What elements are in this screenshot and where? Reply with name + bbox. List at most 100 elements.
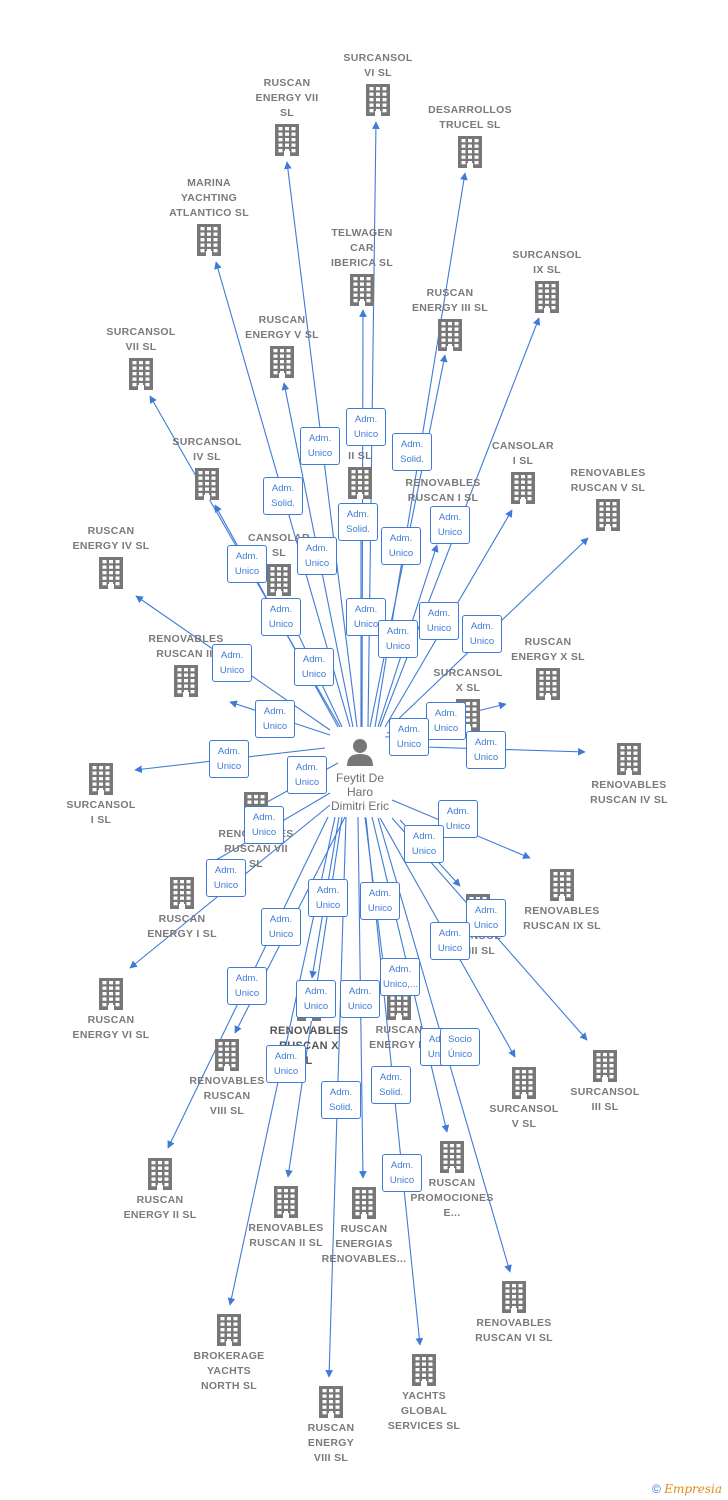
edge-role-label: Adm. Solid. [392, 433, 432, 471]
company-node-renovables-ruscan-vi[interactable]: RENOVABLES RUSCAN VI SL [459, 1280, 569, 1346]
company-node-surcansol-iv[interactable]: SURCANSOL IV SL [152, 435, 262, 501]
edge-role-label: Adm. Unico [378, 620, 418, 658]
building-icon [99, 978, 123, 1010]
edge-role-label: Adm. Unico [426, 702, 466, 740]
company-node-ruscan-energy-x[interactable]: RUSCAN ENERGY X SL [493, 635, 603, 701]
building-icon [502, 1281, 526, 1313]
company-name: RUSCAN ENERGY I SL [147, 913, 217, 940]
company-node-surcansol-i[interactable]: SURCANSOL I SL [46, 762, 156, 828]
company-node-renovables-ruscan-ii[interactable]: RENOVABLES RUSCAN II SL [231, 1185, 341, 1251]
edge-role-label: Adm. Unico [297, 537, 337, 575]
company-node-desarrollos-trucel[interactable]: DESARROLLOS TRUCEL SL [415, 103, 525, 169]
building-icon [350, 274, 374, 306]
company-node-cansolar-ii[interactable]: CANSOLAR SL [224, 531, 334, 597]
company-node-renovables-ruscan-iv[interactable]: RENOVABLES RUSCAN IV SL [574, 742, 684, 808]
company-node-renovables-ruscan-viii[interactable]: RENOVABLES RUSCAN VIII SL [172, 1038, 282, 1119]
company-name: RUSCAN ENERGY III SL [411, 287, 489, 314]
company-name: RUSCAN ENERGY X SL [511, 636, 585, 663]
company-node-brokerage-yachts[interactable]: BROKERAGE YACHTS NORTH SL [174, 1313, 284, 1394]
edge-role-label: Adm. Unico [360, 882, 400, 920]
copyright-symbol: © [652, 1482, 661, 1496]
company-node-ruscan-energy-iv[interactable]: RUSCAN ENERGY IV SL [56, 524, 166, 590]
company-name: RUSCAN ENERGY VI SL [72, 1014, 150, 1041]
edge-role-label: Adm. Solid. [321, 1081, 361, 1119]
building-icon [197, 224, 221, 256]
company-node-surcansol-vi[interactable]: SURCANSOL VI SL [323, 51, 433, 117]
company-node-cansolar-i[interactable]: CANSOLAR I SL [468, 439, 578, 505]
building-icon [536, 668, 560, 700]
company-name: SURCANSOL X SL [433, 667, 503, 694]
company-node-ruscan-energy-v[interactable]: RUSCAN ENERGY V SL [227, 313, 337, 379]
building-icon [440, 1141, 464, 1173]
person-icon [347, 739, 373, 766]
company-name: RENOVABLES RUSCAN VI SL [475, 1317, 553, 1344]
building-icon [170, 877, 194, 909]
company-node-yachts-global[interactable]: YACHTS GLOBAL SERVICES SL [369, 1353, 479, 1434]
edge-role-label: Adm. Unico [462, 615, 502, 653]
company-name: CANSOLAR SL [248, 532, 310, 559]
company-node-renovables-ruscan-iii[interactable]: RENOVABLES RUSCAN III [131, 632, 241, 698]
company-node-marina-yachting[interactable]: MARINA YACHTING ATLANTICO SL [154, 176, 264, 257]
company-node-surcansol-ix[interactable]: SURCANSOL IX SL [492, 248, 602, 314]
company-name: BROKERAGE YACHTS NORTH SL [193, 1350, 265, 1392]
building-icon [148, 1158, 172, 1190]
company-node-surcansol-x[interactable]: SURCANSOL X SL [413, 666, 523, 732]
building-icon [267, 564, 291, 596]
company-name: RUSCAN ENERGY VIII SL [307, 1422, 355, 1464]
company-node-ruscan-energy-iii[interactable]: RUSCAN ENERGY III SL [395, 286, 505, 352]
edge-role-label: Adm. Unico [308, 879, 348, 917]
edge-role-label: Adm. Unico [266, 1045, 306, 1083]
company-name: RENOVABLES RUSCAN VIII SL [189, 1075, 265, 1117]
company-node-ruscan-energias[interactable]: RUSCAN ENERGIAS RENOVABLES... [309, 1186, 419, 1267]
company-name: SURCANSOL IV SL [172, 436, 242, 463]
company-name: SURCANSOL I SL [66, 799, 136, 826]
company-node-ruscan-energy-viii[interactable]: RUSCAN ENERGY VIII SL [276, 1385, 386, 1466]
company-name: II SL [348, 450, 372, 462]
edge-role-label: Adm. Unico [255, 700, 295, 738]
company-node-surcansol-ii[interactable]: II SL [305, 449, 415, 500]
edge-role-label: Adm. Unico [438, 800, 478, 838]
building-icon [270, 346, 294, 378]
building-icon [535, 281, 559, 313]
building-icon [617, 743, 641, 775]
building-icon [596, 499, 620, 531]
building-icon [458, 136, 482, 168]
company-name: SURCANSOL VII SL [106, 326, 176, 353]
company-name: RENOVABLES RUSCAN II SL [248, 1222, 324, 1249]
company-node-ruscan-energy-i[interactable]: RUSCAN ENERGY I SL [127, 876, 237, 942]
company-name: RUSCAN ENERGY IV SL [72, 525, 150, 552]
company-node-surcansol-vii[interactable]: SURCANSOL VII SL [86, 325, 196, 391]
edge-role-label: Adm. Unico [382, 1154, 422, 1192]
edge-role-label: Adm. Unico [419, 602, 459, 640]
company-node-renovables-ruscan-v[interactable]: RENOVABLES RUSCAN V SL [553, 466, 663, 532]
edge-role-label: Adm. Unico [294, 648, 334, 686]
company-node-ruscan-promociones[interactable]: RUSCAN PROMOCIONES E... [397, 1140, 507, 1221]
building-icon [319, 1386, 343, 1418]
building-icon [512, 1067, 536, 1099]
company-node-telwagen[interactable]: TELWAGEN CAR IBERICA SL [307, 226, 417, 307]
building-icon [195, 468, 219, 500]
company-node-ruscan-energy-vi[interactable]: RUSCAN ENERGY VI SL [56, 977, 166, 1043]
company-node-ruscan-energy-ii[interactable]: RUSCAN ENERGY II SL [105, 1157, 215, 1223]
empresia-credit: © Empresia [652, 1482, 722, 1496]
edge-role-label: Adm. Unico [261, 908, 301, 946]
company-name: RENOVABLES RUSCAN III [148, 633, 224, 660]
edge-role-label: Adm. Unico [404, 825, 444, 863]
company-node-ruscan-energy-vii[interactable]: RUSCAN ENERGY VII SL [232, 76, 342, 157]
edge-role-label: Adm. Unico [244, 806, 284, 844]
company-node-surcansol-iii[interactable]: SURCANSOL III SL [550, 1049, 660, 1115]
empresia-logo-text: Empresia [664, 1482, 722, 1496]
company-node-surcansol-v[interactable]: SURCANSOL V SL [469, 1066, 579, 1132]
building-icon [438, 319, 462, 351]
edge-role-label: Adm. Solid. [263, 477, 303, 515]
edge-role-label: Adm. Unico [430, 506, 470, 544]
edge-role-label: Adm. Unico [227, 545, 267, 583]
building-icon [348, 467, 372, 499]
person-node[interactable]: Feytit De Haro Dimitri Eric [310, 737, 410, 813]
company-name: TELWAGEN CAR IBERICA SL [330, 227, 394, 269]
edge-role-label: Adm. Unico [389, 718, 429, 756]
building-icon [511, 472, 535, 504]
company-node-renovables-ruscan-ix[interactable]: RENOVABLES RUSCAN IX SL [507, 868, 617, 934]
edge-role-label: Adm. Solid. [371, 1066, 411, 1104]
